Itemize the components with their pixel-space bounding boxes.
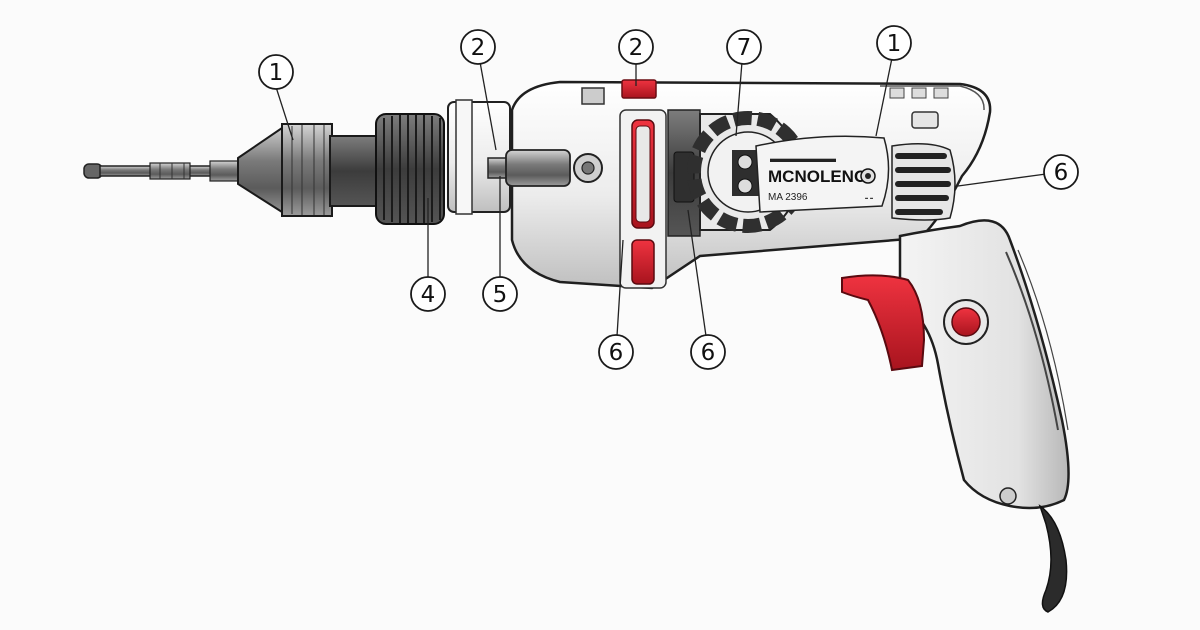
callout-label: 1 [269, 60, 284, 86]
brand-model: MA 2396 [768, 192, 808, 203]
callout-mode-dial: 7 [726, 29, 762, 65]
callout-circle [460, 29, 496, 65]
brand-small-mark: ⁃⁃ [864, 194, 874, 205]
lock-button[interactable] [943, 299, 989, 345]
callout-label: 6 [609, 340, 624, 366]
callout-label: 1 [887, 31, 902, 57]
chuck-ring [375, 113, 445, 225]
callout-circle [258, 54, 294, 90]
leader-lines [275, 57, 1047, 337]
callout-chuck-collar: 2 [460, 29, 496, 65]
drill-bit [83, 160, 243, 182]
callout-label: 5 [493, 282, 508, 308]
callout-circle [1043, 154, 1079, 190]
callout-circle [618, 29, 654, 65]
callout-label: 4 [421, 282, 436, 308]
callouts: 1 2 2 7 1 6 4 5 6 6 [258, 25, 1079, 370]
callout-label: 7 [737, 35, 752, 61]
callout-circle [876, 25, 912, 61]
callout-circle [690, 334, 726, 370]
callout-circle [598, 334, 634, 370]
side-slider[interactable] [619, 109, 667, 289]
callout-label: 6 [701, 340, 716, 366]
callout-top-housing: 1 [876, 25, 912, 61]
callout-circle [482, 276, 518, 312]
chuck-sleeve [237, 122, 381, 218]
trigger[interactable] [841, 274, 926, 372]
brand-plate: ▬▬▬▬▬▬ MCNOLENO MA 2396 ⁃⁃ [755, 135, 890, 213]
callout-label: 2 [471, 35, 486, 61]
callout-vent-grille: 6 [1043, 154, 1079, 190]
callout-spindle: 5 [482, 276, 518, 312]
callout-side-slider: 6 [598, 334, 634, 370]
callout-circle [410, 276, 446, 312]
callout-chuck-ring: 4 [410, 276, 446, 312]
callout-chuck-sleeve: 1 [258, 54, 294, 90]
callout-label: 6 [1054, 160, 1069, 186]
chuck-collar [447, 99, 511, 215]
handle [898, 219, 1070, 510]
brand-name: MCNOLENO [768, 167, 867, 186]
callout-dark-panel: 6 [690, 334, 726, 370]
power-cord [1038, 504, 1068, 613]
callout-label: 2 [629, 35, 644, 61]
brand-badge: ▬▬▬▬▬▬ [770, 153, 836, 165]
callout-circle [726, 29, 762, 65]
callout-top-red-button: 2 [618, 29, 654, 65]
top-red-button[interactable] [621, 79, 657, 99]
vent-grille [891, 143, 956, 221]
